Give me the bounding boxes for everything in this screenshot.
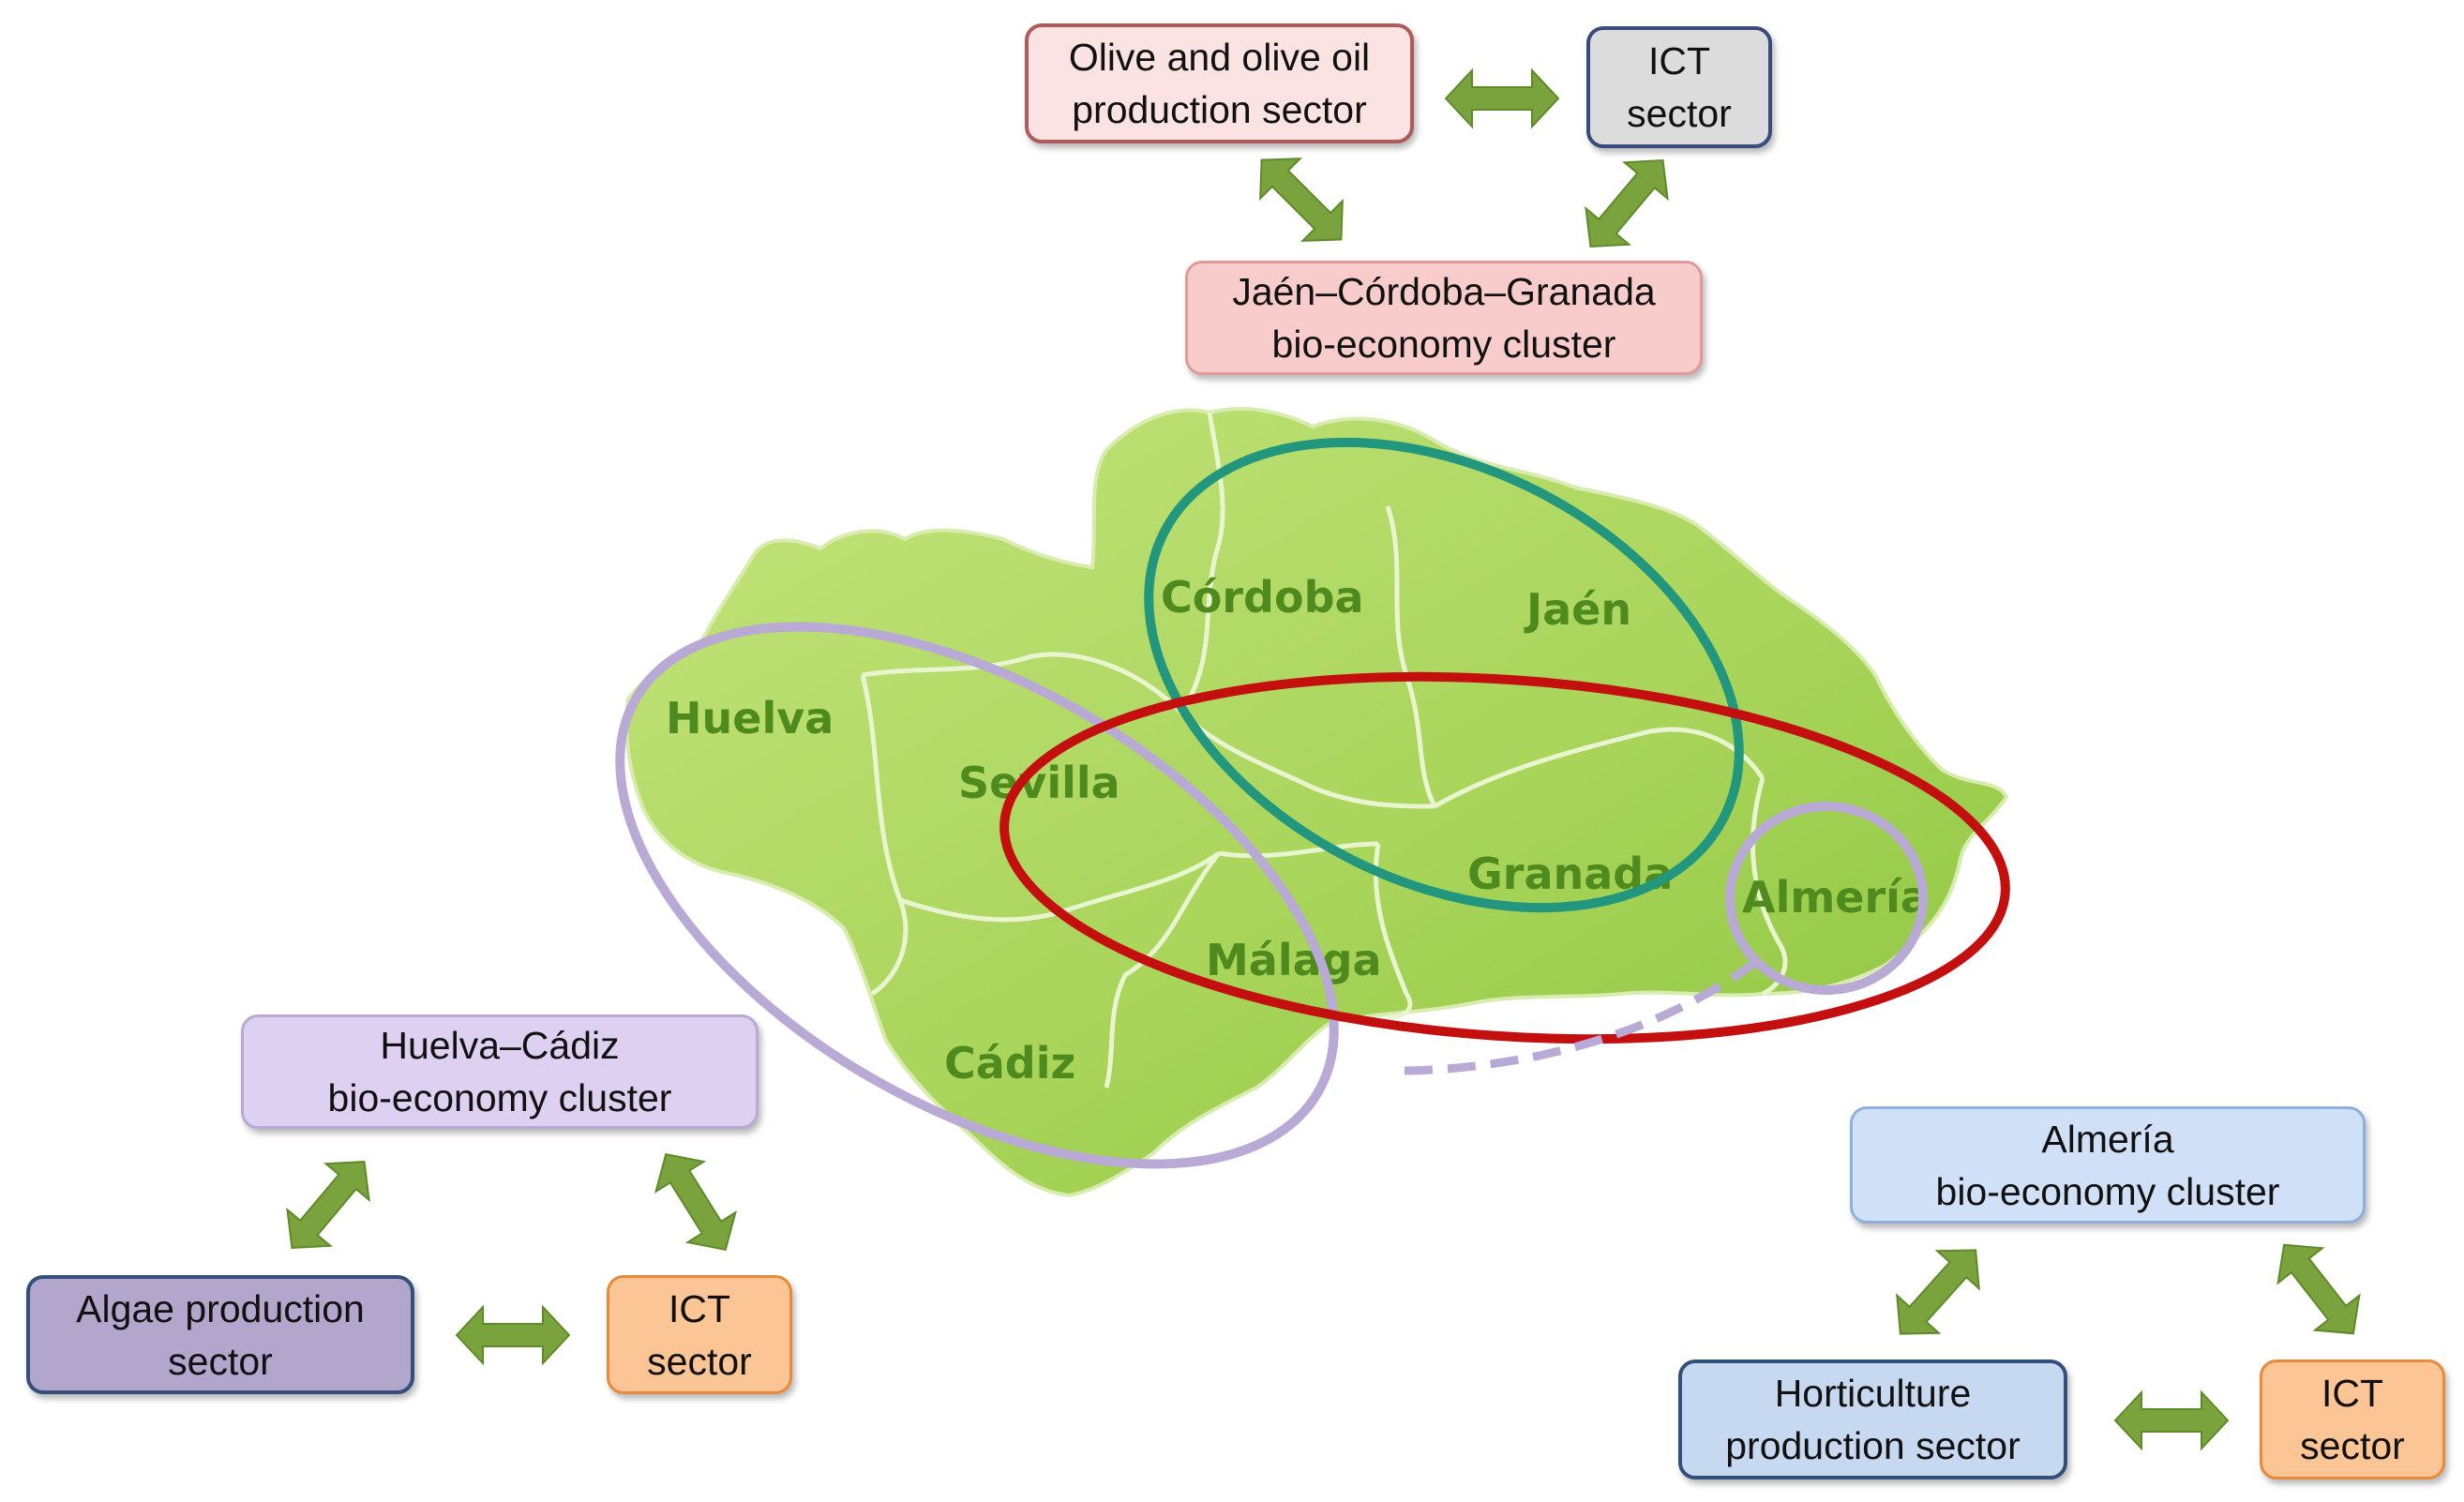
algae-sector-line2: sector xyxy=(168,1339,273,1383)
horticulture-sector-line2: production sector xyxy=(1725,1424,2021,1467)
ict-sector-left-line1: ICT xyxy=(668,1286,731,1330)
olive-sector-line1: Olive and olive oil xyxy=(1068,36,1371,79)
ict-sector-top-line1: ICT xyxy=(1647,39,1711,83)
province-label-almeria: Almería xyxy=(1742,872,1930,923)
ict-sector-right-line1: ICT xyxy=(2321,1372,2384,1415)
arrow-ict-cluster-top xyxy=(1585,158,1669,248)
hc-cluster-line2: bio-economy cluster xyxy=(327,1076,672,1119)
arrow-olive-ict xyxy=(1444,68,1560,129)
province-label-cadiz: Cádiz xyxy=(944,1038,1075,1089)
ict-sector-top-line2: sector xyxy=(1627,92,1732,135)
almeria-cluster-line1: Almería xyxy=(2041,1117,2174,1161)
hc-cluster-line1: Huelva–Cádiz xyxy=(380,1024,620,1067)
province-label-jaen: Jaén xyxy=(1524,584,1631,635)
arrow-algae-ict xyxy=(455,1304,571,1366)
ict-sector-top-box: ICT sector xyxy=(1586,26,1772,148)
cluster-link-dashed xyxy=(1404,960,1756,1075)
arrow-almeria-cluster-horticulture xyxy=(1896,1249,1980,1335)
ict-sector-right-line2: sector xyxy=(2300,1424,2405,1467)
huelva-cadiz-cluster-box: Huelva–Cádiz bio-economy cluster xyxy=(241,1014,759,1129)
olive-sector-line2: production sector xyxy=(1072,88,1367,131)
ict-sector-left-line2: sector xyxy=(647,1339,752,1383)
cluster-outline-almeria xyxy=(1725,802,1928,995)
cluster-outline-jaen-cordoba-granada xyxy=(1144,437,1744,913)
olive-sector-box: Olive and olive oil production sector xyxy=(1025,23,1414,143)
arrow-almeria-cluster-ict xyxy=(2276,1243,2361,1335)
province-borders xyxy=(860,412,1788,1089)
arrow-horticulture-ict xyxy=(2113,1389,2230,1451)
arrow-huelva-cluster-ict xyxy=(654,1152,738,1252)
andalusia-map: Córdoba Jaén Huelva Sevilla Granada Alme… xyxy=(624,406,2009,1198)
province-label-malaga: Málaga xyxy=(1206,935,1382,985)
jcg-cluster-line1: Jaén–Córdoba–Granada xyxy=(1232,270,1656,313)
horticulture-sector-box: Horticulture production sector xyxy=(1678,1359,2067,1479)
jaen-cordoba-granada-cluster-box: Jaén–Córdoba–Granada bio-economy cluster xyxy=(1185,261,1703,375)
jcg-cluster-line2: bio-economy cluster xyxy=(1271,323,1616,366)
ict-sector-right-box: ICT sector xyxy=(2260,1359,2445,1479)
province-label-cordoba: Córdoba xyxy=(1161,572,1364,623)
algae-sector-box: Algae production sector xyxy=(26,1275,414,1394)
horticulture-sector-line1: Horticulture xyxy=(1774,1372,1972,1415)
cluster-outline-andalusia-wide xyxy=(999,671,2010,1044)
almeria-cluster-line2: bio-economy cluster xyxy=(1935,1169,2280,1213)
arrows xyxy=(286,68,2361,1451)
algae-sector-line1: Algae production xyxy=(76,1286,365,1330)
arrow-olive-cluster xyxy=(1259,158,1344,242)
almeria-cluster-box: Almería bio-economy cluster xyxy=(1850,1106,2366,1224)
ict-sector-left-box: ICT sector xyxy=(607,1275,792,1394)
province-label-huelva: Huelva xyxy=(666,693,834,743)
arrow-huelva-cluster-algae xyxy=(286,1160,370,1250)
cluster-outline-huelva-cadiz xyxy=(615,622,1339,1169)
andalusia-outline xyxy=(624,406,2009,1198)
